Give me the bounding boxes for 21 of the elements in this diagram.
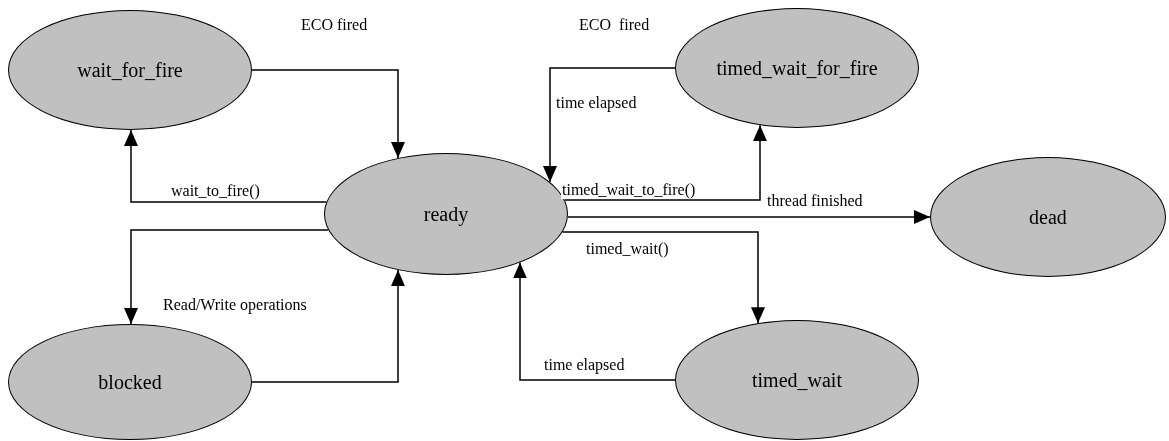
state-name: ready [423, 202, 469, 226]
transition-arrow [251, 269, 405, 383]
transition-arrow [567, 210, 931, 224]
edge-label: timed_wait_to_fire() [561, 181, 697, 199]
transition-arrow [513, 261, 676, 381]
transition-label: time elapsed [555, 94, 638, 112]
transition-arrow [564, 124, 767, 201]
edge-label: Read/Write operations [162, 296, 308, 314]
state-name: timed_wait [752, 368, 842, 392]
edge-label: time elapsed [543, 356, 626, 374]
transition-arrow [561, 231, 765, 324]
state-name: dead [1029, 205, 1067, 229]
state-name: wait_for_fire [77, 58, 183, 82]
edge-label: timed_wait() [585, 240, 670, 258]
state-name: timed_wait_for_fire [716, 56, 878, 80]
transition-arrow [543, 67, 676, 183]
transition-arrow [251, 69, 405, 159]
state-name: blocked [98, 370, 162, 394]
transition-arrow [124, 229, 329, 325]
transition-arrow [124, 129, 328, 203]
edge-label: wait_to_fire() [170, 182, 261, 200]
